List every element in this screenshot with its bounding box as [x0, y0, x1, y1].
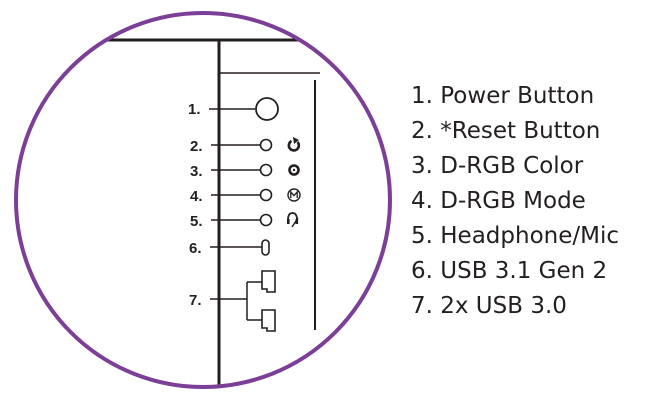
- legend-item-usb-a: 7. 2x USB 3.0: [411, 293, 567, 319]
- magnifier-ring: [14, 11, 392, 389]
- usb-a-callout: 7.: [189, 270, 276, 332]
- usb-c-callout: 6.: [189, 239, 270, 257]
- legend-item-rgb-color: 3. D-RGB Color: [411, 153, 584, 179]
- port-legend: 1. Power Button 2. *Reset Button 3. D-RG…: [411, 80, 619, 325]
- power-button: [255, 97, 279, 121]
- callout-number-3: 3.: [190, 163, 203, 180]
- rgb-mode-button: [259, 188, 273, 202]
- reset-button-callout: 2.: [190, 137, 301, 155]
- rgb-color-button: [259, 163, 273, 177]
- power-button-callout: 1.: [188, 97, 279, 121]
- callout-number-2: 2.: [190, 138, 203, 155]
- rgb-mode-icon: [287, 188, 301, 202]
- callout-number-6: 6.: [189, 240, 202, 257]
- usb-c-port: [261, 239, 270, 256]
- rgb-color-callout: 3.: [190, 163, 300, 180]
- callout-number-5: 5.: [190, 213, 203, 230]
- legend-item-usb-c: 6. USB 3.1 Gen 2: [411, 258, 608, 284]
- audio-jack-callout: 5.: [190, 212, 299, 230]
- reset-button: [259, 138, 273, 152]
- rgb-mode-callout: 4.: [190, 188, 301, 205]
- legend-item-reset: 2. *Reset Button: [411, 118, 601, 144]
- rgb-color-icon: [288, 164, 300, 176]
- headphone-mic-icon: [287, 212, 299, 228]
- legend-item-power: 1. Power Button: [411, 83, 595, 109]
- callout-number-7: 7.: [189, 292, 202, 309]
- reset-icon: [287, 137, 301, 152]
- legend-item-audio: 5. Headphone/Mic: [411, 223, 619, 249]
- usb-a-port-top: [261, 270, 276, 293]
- callout-number-1: 1.: [188, 101, 201, 118]
- usb-a-port-bottom: [261, 309, 276, 332]
- legend-item-rgb-mode: 4. D-RGB Mode: [411, 188, 586, 214]
- audio-jack: [259, 213, 273, 227]
- callout-number-4: 4.: [190, 188, 203, 205]
